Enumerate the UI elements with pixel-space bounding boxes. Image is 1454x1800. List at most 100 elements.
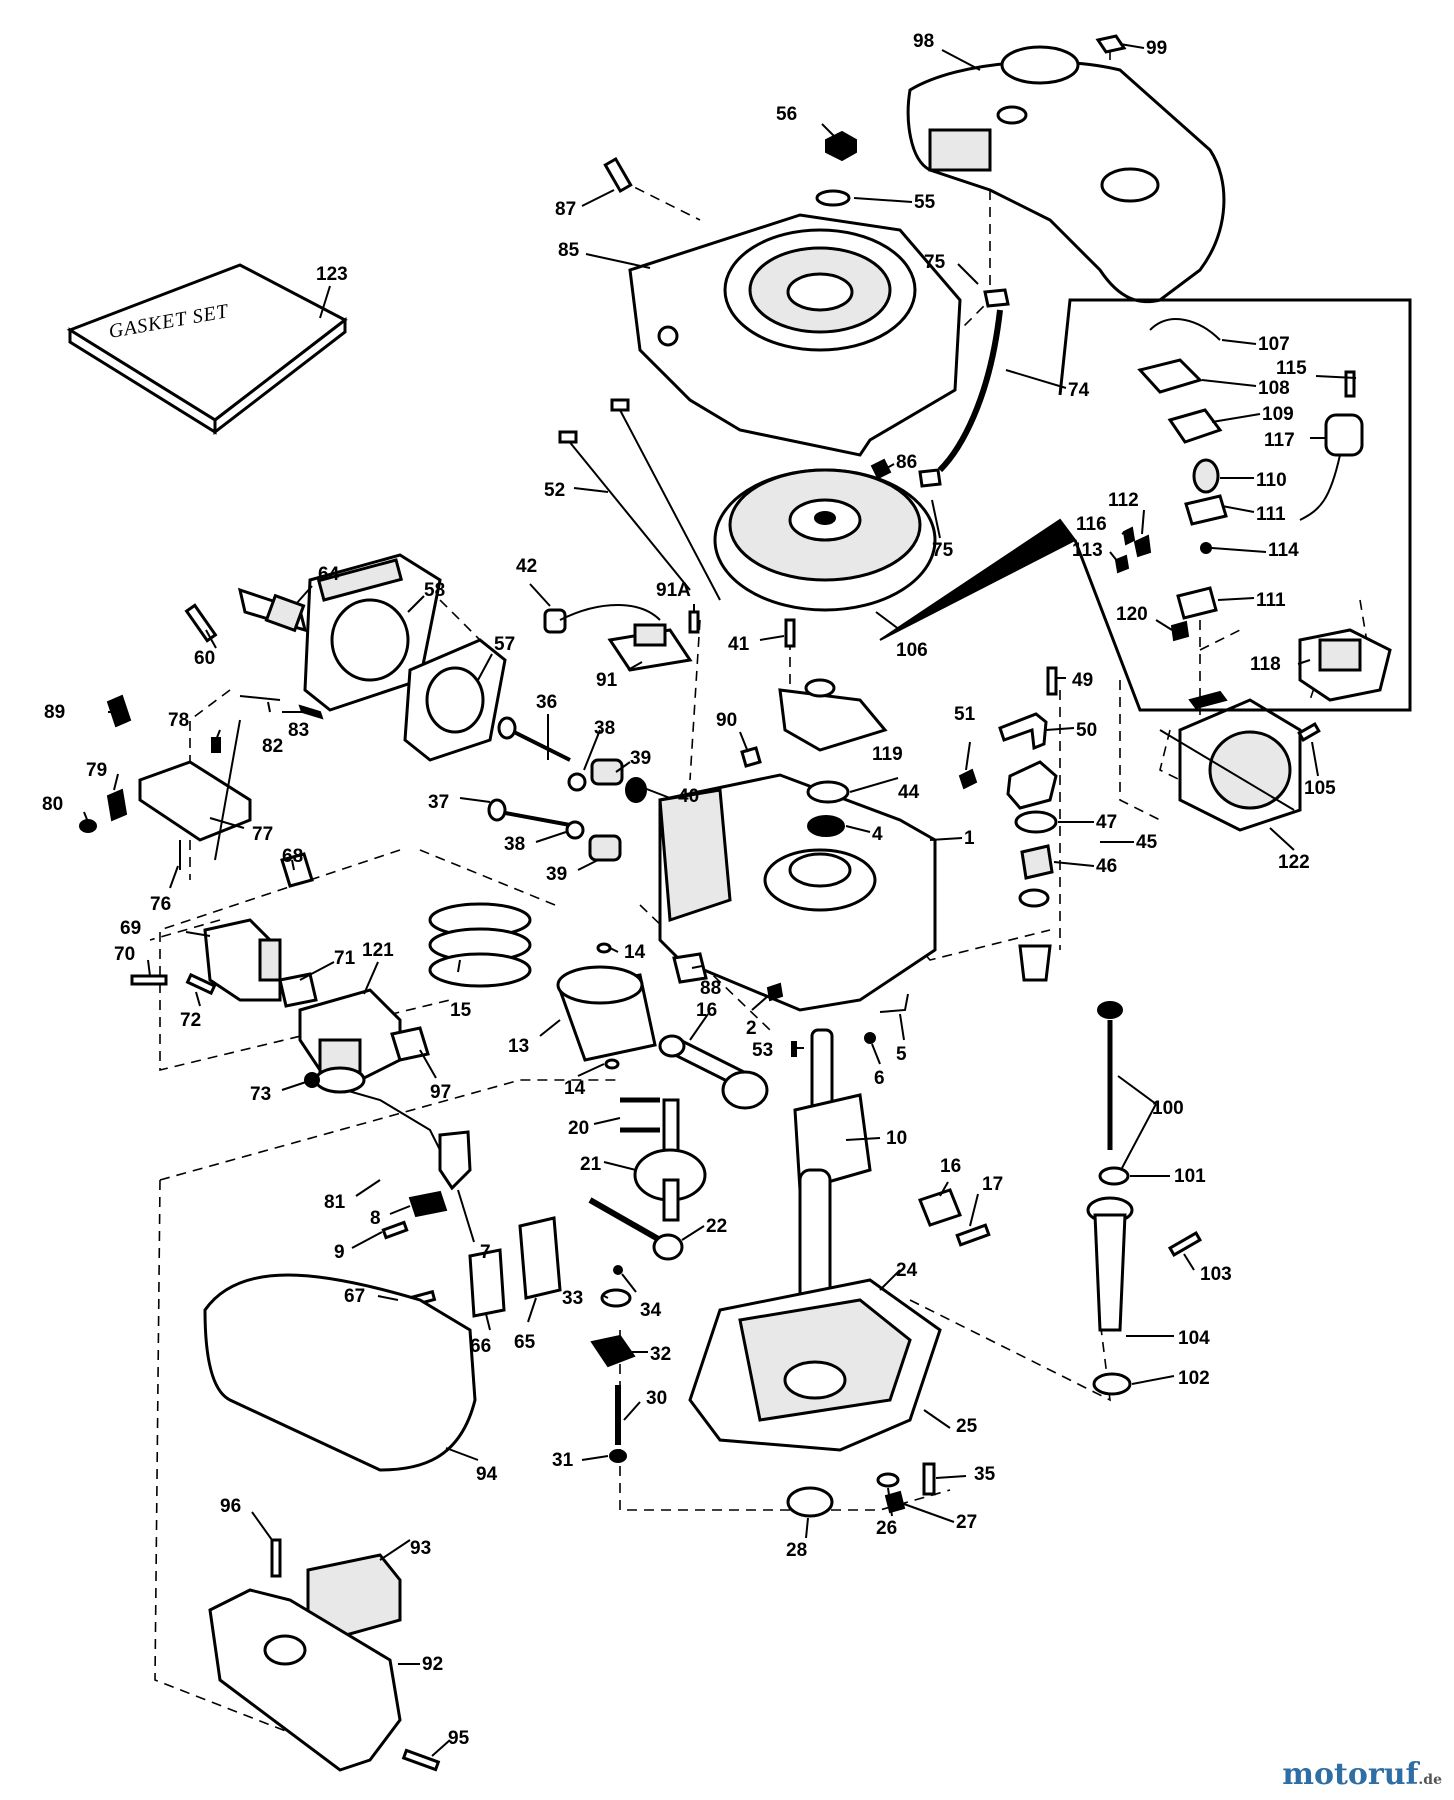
callout-109: 109 [1262, 404, 1294, 425]
callout-78: 78 [168, 710, 189, 731]
callout-106: 106 [896, 640, 928, 661]
callout-94: 94 [476, 1464, 498, 1485]
callout-42: 42 [516, 556, 537, 577]
callout-100: 100 [1152, 1098, 1184, 1119]
bolt-95 [401, 1748, 441, 1772]
starter-hub [1018, 944, 1052, 982]
seal-4 [807, 815, 845, 837]
callout-69: 69 [120, 918, 141, 939]
gasket-68 [280, 852, 314, 888]
gasket-65 [518, 1216, 562, 1300]
watermark-tld: .de [1418, 1772, 1442, 1788]
nut-56 [825, 130, 857, 162]
bolt-60 [184, 603, 218, 643]
clamp-8 [408, 1190, 448, 1218]
valves [487, 716, 571, 827]
washer-55 [815, 189, 851, 207]
camshaft [633, 1098, 707, 1222]
flywheel [713, 468, 937, 612]
callout-88: 88 [700, 978, 721, 999]
callout-122: 122 [1278, 852, 1310, 873]
callout-4: 4 [872, 824, 883, 845]
callout-53: 53 [752, 1040, 773, 1061]
screw-105 [1297, 721, 1321, 743]
callout-30: 30 [646, 1388, 667, 1409]
callout-91: 91 [596, 670, 618, 691]
callout-70: 70 [114, 944, 135, 965]
clip-116 [1122, 526, 1136, 546]
air-cleaner-base [208, 1588, 402, 1772]
cam-110 [1192, 458, 1220, 494]
callout-49: 49 [1072, 670, 1093, 691]
callout-75a: 75 [924, 252, 946, 273]
bracket-111b [1176, 586, 1218, 620]
link-82 [239, 695, 281, 701]
callout-10: 10 [886, 1128, 907, 1149]
watermark-logo: motoruf.de [1282, 1757, 1442, 1792]
screw-114 [1200, 542, 1212, 554]
bracket-7 [438, 1130, 472, 1191]
callout-115: 115 [1276, 358, 1307, 379]
breather-tube-5 [879, 993, 909, 1013]
screw-86 [870, 458, 892, 480]
callout-5: 5 [896, 1044, 907, 1065]
callout-101: 101 [1174, 1166, 1206, 1187]
callout-64: 64 [318, 564, 340, 585]
callout-27: 27 [956, 1512, 977, 1533]
piston [556, 965, 657, 1062]
part-90 [740, 746, 762, 768]
callout-93: 93 [410, 1538, 431, 1559]
callout-14b: 14 [564, 1078, 586, 1099]
callout-leaders [83, 43, 1357, 1757]
callout-55: 55 [914, 192, 936, 213]
callout-57: 57 [494, 634, 515, 655]
callout-26: 26 [876, 1518, 897, 1539]
bolt-49 [1046, 666, 1058, 696]
seal-83 [298, 704, 324, 720]
callout-15: 15 [450, 1000, 472, 1021]
governor-link [344, 1089, 441, 1151]
screw-41 [784, 618, 796, 648]
part-6 [864, 1032, 876, 1044]
callout-73: 73 [250, 1084, 271, 1105]
bolt-87 [603, 156, 633, 194]
callout-87: 87 [555, 199, 576, 220]
callout-67: 67 [344, 1286, 365, 1307]
callout-111b: 111 [1256, 590, 1286, 611]
callout-38b: 38 [504, 834, 525, 855]
callout-32: 32 [650, 1344, 671, 1365]
callout-113: 113 [1072, 540, 1103, 561]
callout-65: 65 [514, 1332, 536, 1353]
callout-28: 28 [786, 1540, 807, 1561]
ignition-coil [543, 604, 693, 672]
screw-96 [270, 1538, 282, 1578]
callout-118: 118 [1250, 654, 1281, 675]
callout-89: 89 [44, 702, 65, 723]
callout-72: 72 [180, 1010, 201, 1031]
bracket-111a [1184, 494, 1228, 526]
callout-76: 76 [150, 894, 171, 915]
callout-119: 119 [872, 744, 903, 765]
callout-123: 123 [316, 264, 348, 285]
callout-24: 24 [896, 1260, 918, 1281]
blower-housing [628, 213, 962, 457]
callout-56: 56 [776, 104, 797, 125]
tube-50 [998, 712, 1048, 751]
callout-45: 45 [1136, 832, 1158, 853]
washer-113 [1114, 554, 1130, 574]
callout-51: 51 [954, 704, 976, 725]
callout-108: 108 [1258, 378, 1290, 399]
callout-86: 86 [896, 452, 917, 473]
callout-120: 120 [1116, 604, 1148, 625]
callout-90: 90 [716, 710, 737, 731]
callout-1: 1 [964, 828, 975, 849]
screw-73 [304, 1072, 320, 1088]
clip-14a [596, 942, 612, 954]
callout-20: 20 [568, 1118, 589, 1139]
gasket-66 [468, 1248, 506, 1318]
valve-tappets [620, 1097, 660, 1133]
callout-31: 31 [552, 1450, 574, 1471]
tank-cap [1095, 34, 1127, 54]
callout-82: 82 [262, 736, 283, 757]
